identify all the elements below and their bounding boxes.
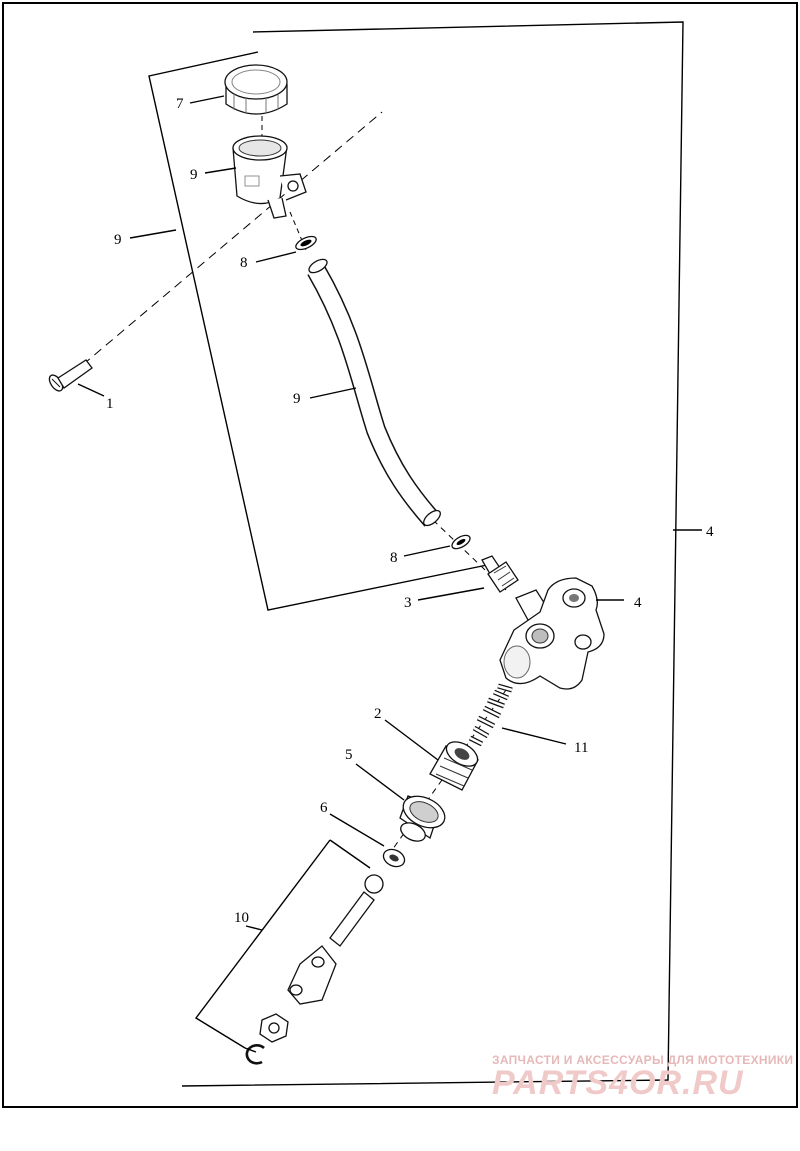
hose-clamp-lower — [451, 534, 471, 550]
callout-8-upper: 8 — [240, 255, 248, 271]
callout-1: 1 — [106, 396, 114, 412]
callout-10: 10 — [234, 910, 249, 926]
hose-fitting — [481, 555, 519, 593]
watermark-tagline: ЗАПЧАСТИ И АКСЕССУАРЫ ДЛЯ МОТОТЕХНИКИ — [492, 1053, 793, 1067]
callout-6: 6 — [320, 800, 328, 816]
reservoir-cap — [224, 64, 288, 115]
reservoir-centerline — [289, 211, 307, 251]
hose-clamp-upper — [295, 235, 317, 251]
reservoir-body — [232, 135, 307, 219]
callout-9-hose: 9 — [293, 391, 301, 407]
master-cylinder-body — [499, 577, 605, 690]
assembly-bracket-10-top — [329, 839, 371, 869]
dust-boot — [399, 795, 446, 842]
pushrod-assembly — [245, 874, 384, 1065]
page-frame — [2, 2, 798, 1108]
return-spring — [468, 683, 513, 747]
assembly-bracket-10 — [194, 839, 331, 1049]
callout-8-lower: 8 — [390, 550, 398, 566]
callout-4-body: 4 — [634, 595, 642, 611]
mounting-screw — [48, 359, 93, 392]
retaining-washer — [382, 848, 406, 868]
callout-9-assembly: 9 — [114, 232, 122, 248]
callout-9-reservoir: 9 — [190, 167, 198, 183]
callout-5: 5 — [345, 747, 353, 763]
hose-centerline — [432, 519, 507, 591]
hose — [307, 258, 441, 527]
assembly-bracket-4 — [181, 21, 684, 1087]
screw-centerline — [59, 111, 383, 385]
callout-leaders — [77, 95, 702, 1053]
callout-2: 2 — [374, 706, 382, 722]
callout-4-assembly: 4 — [706, 524, 714, 540]
callout-11: 11 — [574, 740, 588, 756]
callout-3: 3 — [404, 595, 412, 611]
watermark-logo: PARTS4OR.RU — [492, 1064, 744, 1102]
assembly-bracket-9 — [148, 51, 493, 611]
piston — [429, 741, 479, 791]
callout-7: 7 — [176, 96, 184, 112]
